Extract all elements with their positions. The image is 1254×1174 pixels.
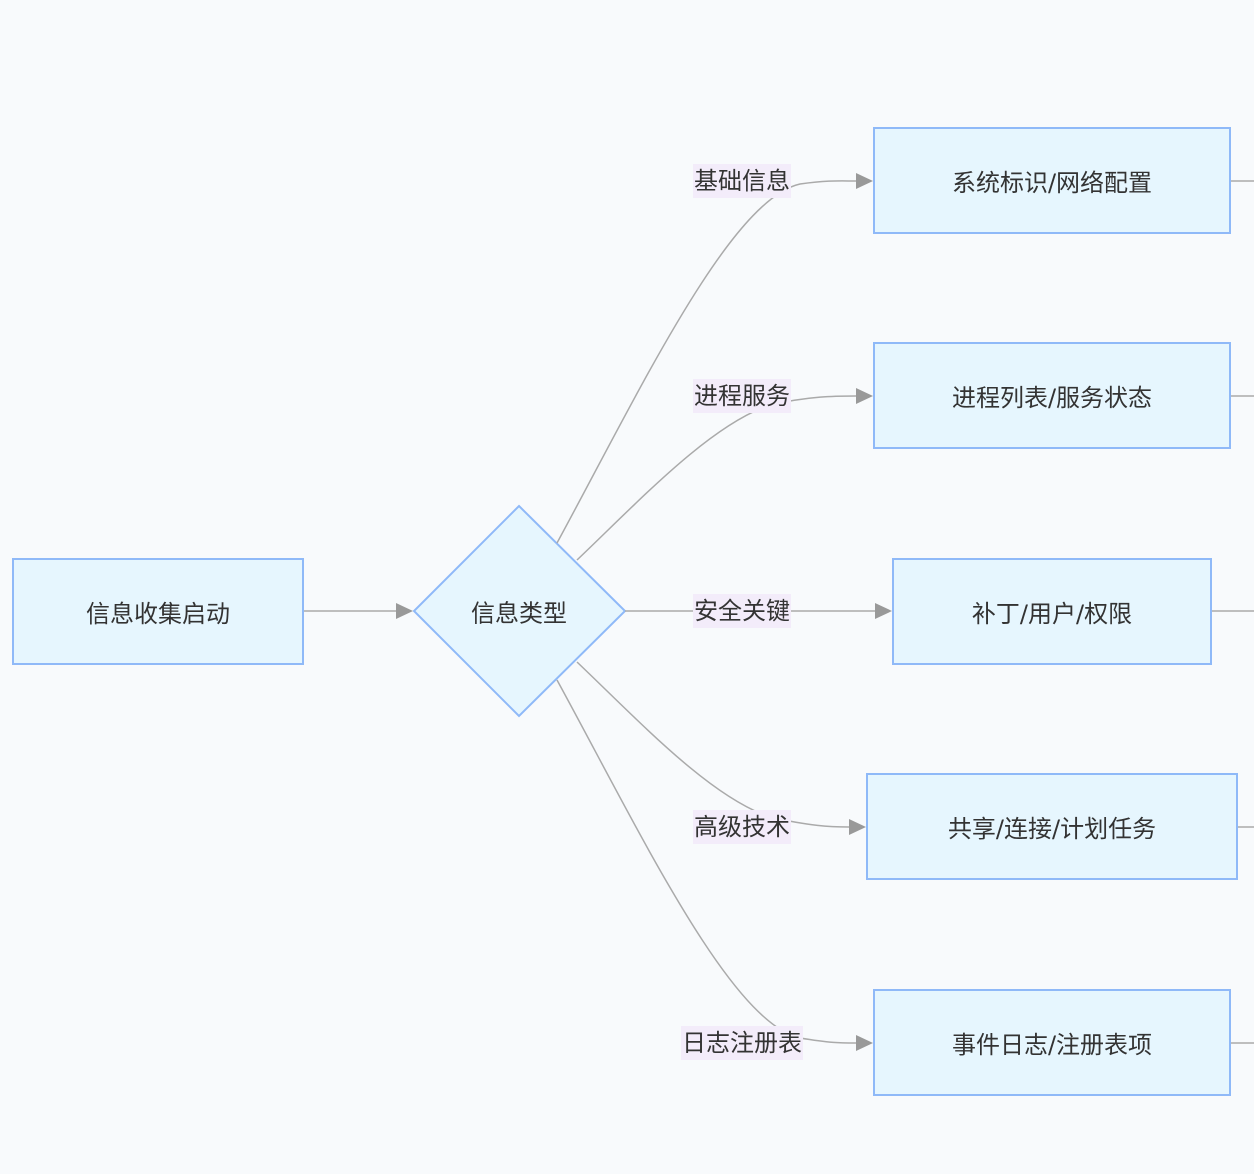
- edge-label-1: 基础信息: [693, 164, 791, 198]
- node-target-3-label: 补丁/用户/权限: [971, 600, 1133, 628]
- node-start-label: 信息收集启动: [86, 600, 230, 628]
- edge-label-3: 安全关键: [693, 594, 791, 628]
- node-target-1: 系统标识/网络配置: [873, 127, 1231, 234]
- node-target-4-label: 共享/连接/计划任务: [947, 815, 1157, 843]
- arrowhead-branch-3: [875, 603, 892, 619]
- decision-diamond: [412, 504, 627, 718]
- edge-branch-2: [576, 395, 857, 561]
- node-start: 信息收集启动: [12, 558, 304, 665]
- arrowhead-start: [396, 603, 413, 619]
- node-target-4: 共享/连接/计划任务: [866, 773, 1238, 880]
- node-target-5: 事件日志/注册表项: [873, 989, 1231, 1096]
- edge-label-5: 日志注册表: [681, 1026, 803, 1060]
- edge-branch-1: [556, 180, 857, 544]
- node-target-3: 补丁/用户/权限: [892, 558, 1212, 665]
- node-target-5-label: 事件日志/注册表项: [951, 1031, 1153, 1059]
- edge-branch-5: [556, 679, 857, 1044]
- node-target-2: 进程列表/服务状态: [873, 342, 1231, 449]
- node-target-1-label: 系统标识/网络配置: [951, 169, 1153, 197]
- arrowhead-branch-4: [849, 819, 866, 835]
- edge-label-4: 高级技术: [693, 810, 791, 844]
- node-target-2-label: 进程列表/服务状态: [951, 384, 1153, 412]
- edge-branch-4: [576, 661, 850, 828]
- decision-label: 信息类型: [471, 599, 567, 628]
- edge-label-2: 进程服务: [693, 379, 791, 413]
- arrowhead-branch-1: [856, 173, 873, 189]
- arrowhead-branch-5: [856, 1035, 873, 1051]
- arrowhead-branch-2: [856, 388, 873, 404]
